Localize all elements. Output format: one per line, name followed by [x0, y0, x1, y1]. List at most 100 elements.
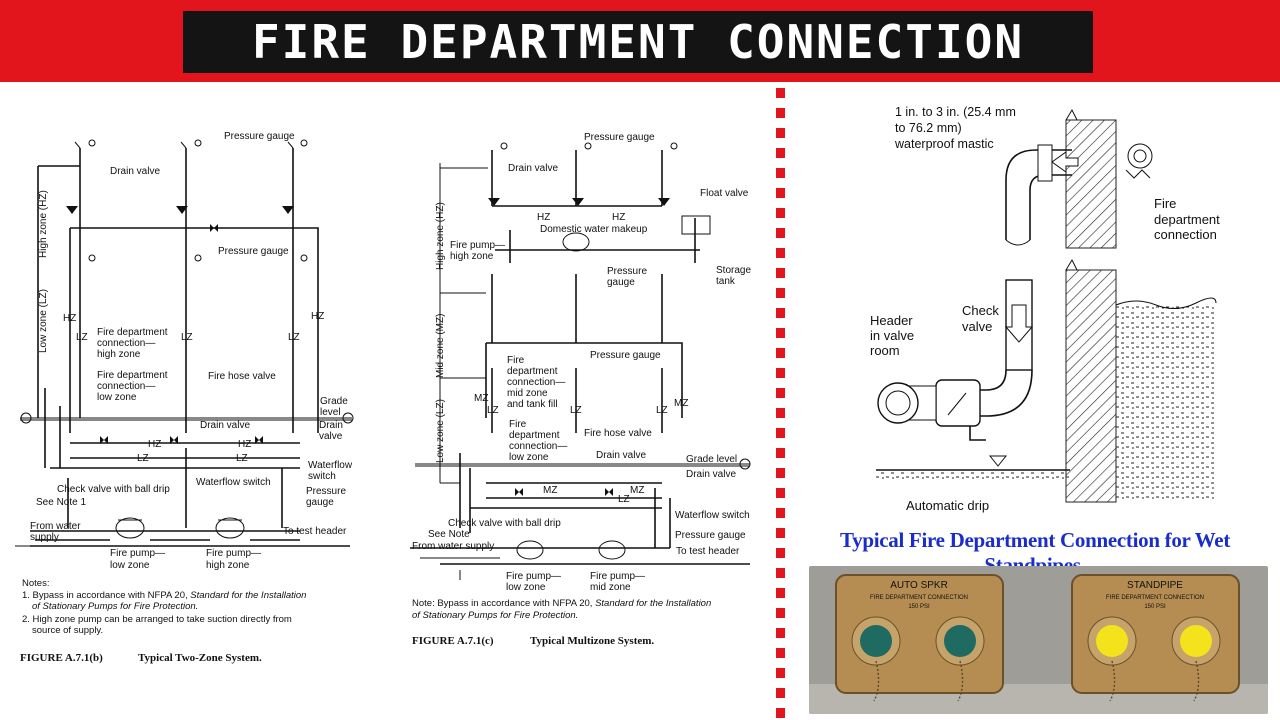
label-drain-valve: Drain valve [110, 166, 160, 177]
title-plate: FIRE DEPARTMENT CONNECTION [183, 11, 1093, 73]
label-pressure-gauge: Pressure [607, 266, 647, 277]
label-check-valve: Check [962, 303, 999, 318]
fdc-photo: AUTO SPKR FIRE DEPARTMENT CONNECTION 150… [809, 566, 1268, 714]
label-mz: MZ [543, 485, 557, 496]
label-mz: MZ [674, 398, 688, 409]
label-fire-department-connection: department [1154, 212, 1220, 227]
label-storage-tank: Storage [716, 265, 751, 276]
label-header: room [870, 343, 900, 358]
label-fire-pump-high: high zone [450, 251, 494, 262]
label-mastic: waterproof mastic [894, 137, 994, 151]
label-from-water-supply: From water [30, 521, 81, 532]
figure-caption-number: FIGURE A.7.1(c) [412, 635, 494, 647]
plate-auto-sprinkler: AUTO SPKR FIRE DEPARTMENT CONNECTION 150… [835, 574, 1004, 702]
label-hz: HZ [612, 212, 625, 223]
note-2: 2. High zone pump can be arranged to tak… [22, 614, 292, 625]
label-drain-valve: Drain valve [508, 163, 558, 174]
cap-left-2 [944, 625, 976, 657]
wall-detail-labels: 1 in. to 3 in. (25.4 mm to 76.2 mm) wate… [870, 105, 1220, 513]
label-fire-pump-low: low zone [110, 560, 150, 571]
multizone-notes: Note: Bypass in accordance with NFPA 20,… [412, 598, 711, 647]
figure-caption-title: Typical Two-Zone System. [138, 652, 262, 664]
label-hz: HZ [311, 311, 324, 322]
note-2: source of supply. [32, 625, 103, 636]
cap-left-1 [860, 625, 892, 657]
multizone-note: Note: Bypass in accordance with NFPA 20,… [412, 598, 711, 609]
label-lz: LZ [618, 494, 630, 505]
label-drain-valve: Drain valve [596, 450, 646, 461]
label-lz: LZ [76, 332, 88, 343]
label-hz: HZ [238, 439, 251, 450]
label-fdc-high: Fire department [97, 327, 168, 338]
plate-label: 150 PSI [908, 604, 930, 610]
label-waterflow-switch: Waterflow switch [196, 477, 271, 488]
label-low-zone: Low zone (LZ) [435, 399, 446, 463]
two-zone-piping [15, 139, 354, 547]
label-fire-pump-high: high zone [206, 560, 250, 571]
plate-label: FIRE DEPARTMENT CONNECTION [870, 595, 968, 601]
label-mastic: to 76.2 mm) [895, 121, 962, 135]
fdc-pipe-upper [1005, 143, 1153, 246]
label-lz: LZ [288, 332, 300, 343]
label-check-valve: Check valve with ball drip [57, 484, 170, 495]
label-lz: LZ [181, 332, 193, 343]
fdc-pipe-lower [877, 279, 1034, 467]
label-from-water-supply: supply [30, 532, 59, 543]
label-grade-level: Grade level [686, 454, 737, 465]
label-lz: LZ [656, 405, 668, 416]
label-lz: LZ [570, 405, 582, 416]
label-fire-hose-valve: Fire hose valve [208, 371, 276, 382]
wall-structure [876, 108, 1217, 503]
figure-multizone-system: Pressure gauge Drain valve Float valve H… [410, 132, 751, 647]
title-banner: FIRE DEPARTMENT CONNECTION [0, 0, 1280, 82]
label-hz: HZ [63, 313, 76, 324]
label-pressure-gauge: Pressure gauge [590, 350, 661, 361]
plate-label: 150 PSI [1144, 604, 1166, 610]
label-pressure-gauge: Pressure gauge [218, 246, 289, 257]
label-lz: LZ [236, 453, 248, 464]
note-1: 1. Bypass in accordance with NFPA 20, St… [22, 590, 306, 601]
label-storage-tank: tank [716, 276, 736, 287]
note-1: of Stationary Pumps for Fire Protection. [32, 601, 198, 612]
notes-title: Notes: [22, 578, 49, 589]
label-fdc-low: connection— [97, 381, 155, 392]
cap-right-2 [1180, 625, 1212, 657]
label-fire-pump-low: Fire pump— [110, 548, 165, 559]
label-high-zone: High zone (HZ) [38, 190, 49, 258]
figure-caption-title: Typical Multizone System. [530, 635, 654, 647]
page-title: FIRE DEPARTMENT CONNECTION [251, 15, 1025, 69]
label-mz: MZ [474, 393, 488, 404]
two-zone-labels: Pressure gauge Drain valve High zone (HZ… [30, 131, 353, 571]
label-fdc-high: connection— [97, 338, 155, 349]
label-from-water-supply: From water supply [412, 541, 494, 552]
label-fdc-mid: department [507, 366, 558, 377]
label-waterflow-switch: switch [308, 471, 336, 482]
label-drain-valve: valve [319, 431, 343, 442]
label-fire-pump-high: Fire pump— [206, 548, 261, 559]
label-fdc-mid: and tank fill [507, 399, 558, 410]
label-fdc-mid: mid zone [507, 388, 548, 399]
label-fire-pump-low: low zone [506, 582, 546, 593]
label-pressure-gauge: Pressure gauge [675, 530, 746, 541]
plate-label: FIRE DEPARTMENT CONNECTION [1106, 595, 1204, 601]
plate-label: STANDPIPE [1127, 580, 1183, 591]
label-fdc-low: low zone [509, 452, 549, 463]
label-fire-department-connection: connection [1154, 227, 1217, 242]
label-fire-hose-valve: Fire hose valve [584, 428, 652, 439]
label-check-valve: valve [962, 319, 992, 334]
label-fdc-low: low zone [97, 392, 137, 403]
label-high-zone: High zone (HZ) [435, 202, 446, 270]
label-fire-pump-low: Fire pump— [506, 571, 561, 582]
label-fire-pump-mid: mid zone [590, 582, 631, 593]
label-grade-level: Grade [320, 396, 348, 407]
label-lz: LZ [137, 453, 149, 464]
label-pressure-gauge: Pressure gauge [224, 131, 295, 142]
label-lz: LZ [487, 405, 499, 416]
label-fdc-low: Fire [509, 419, 527, 430]
two-zone-notes: Notes: 1. Bypass in accordance with NFPA… [20, 578, 306, 664]
label-pressure-gauge: Pressure [306, 486, 346, 497]
label-pressure-gauge: gauge [306, 497, 334, 508]
label-check-valve: Check valve with ball drip [448, 518, 561, 529]
label-fdc-mid: Fire [507, 355, 525, 366]
label-fdc-low: connection— [509, 441, 567, 452]
